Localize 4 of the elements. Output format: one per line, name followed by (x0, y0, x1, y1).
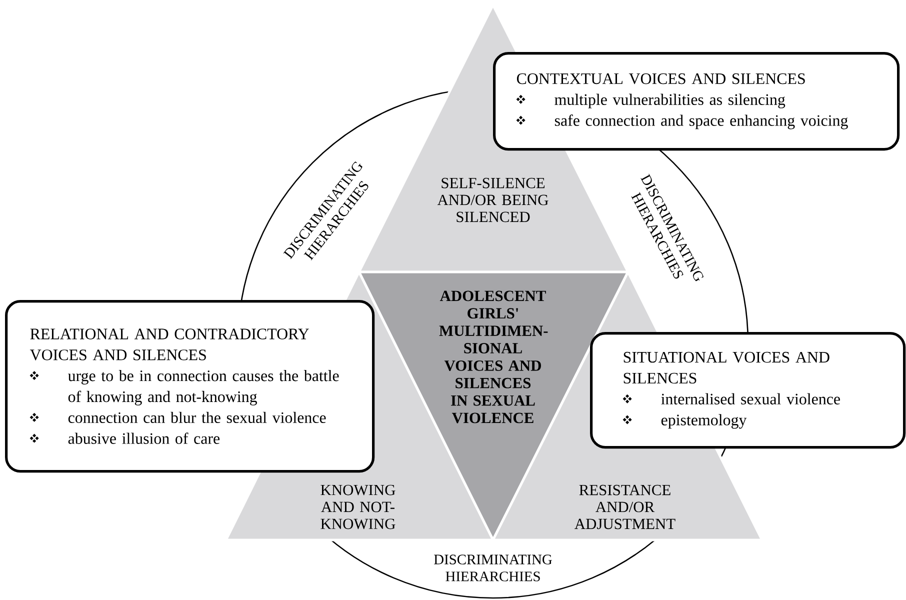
arc-label: DISCRIMINATING HIERARCHIES (434, 554, 552, 582)
rounded-box: CONTEXTUAL VOICES AND SILENCES multiple vulnerabilities as silencing safe connection and space enhancing voicing (493, 52, 900, 151)
rounded-box: SITUATIONAL VOICES AND SILENCES internalised sexual violence epistemology (590, 332, 906, 449)
rounded-box: RELATIONAL AND CONTRADICTORY VOICES AND SILENCES urge to be in connection causes the battle of knowing and not-knowing connection can blur the sexual violence abusive illusion of care (5, 300, 375, 473)
